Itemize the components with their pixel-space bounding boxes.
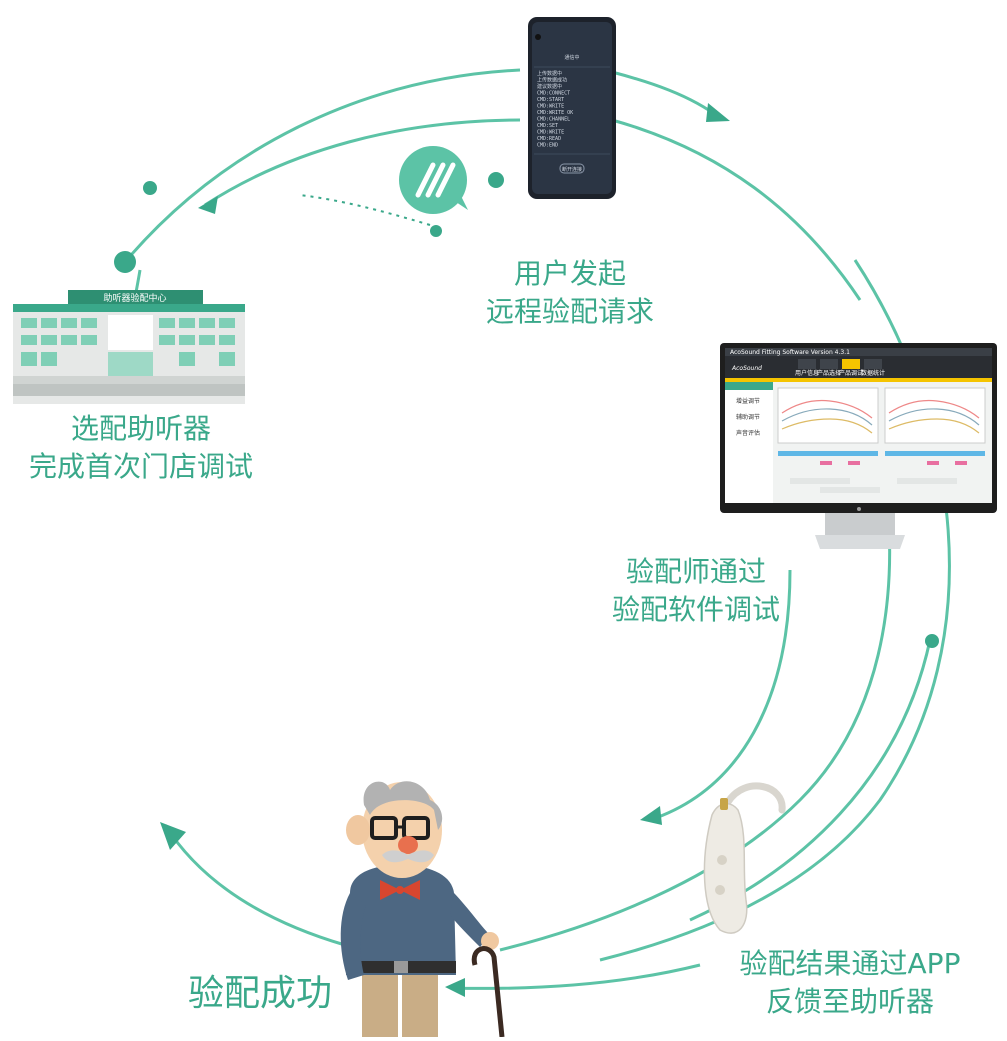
step-store-fitting-label: 选配助听器 完成首次门店调试 bbox=[0, 410, 282, 486]
arrow-heads bbox=[160, 103, 730, 997]
phone-log-line: CMD:WRITE bbox=[537, 130, 564, 136]
phone-log-line: CMD:SET bbox=[537, 123, 558, 129]
phone-title: 通信中 bbox=[564, 54, 579, 61]
monitor-tab-icon[interactable] bbox=[820, 359, 838, 369]
phone-log-line: CMD:CONNECT bbox=[537, 91, 570, 97]
phone-log-line: CMD:START bbox=[537, 97, 564, 103]
store-fitting-line1: 选配助听器 bbox=[70, 412, 211, 445]
phone-log-line: CMD:CHANNEL bbox=[537, 117, 570, 123]
hearing-aid-icon bbox=[703, 782, 786, 934]
arc-top-right-2 bbox=[611, 118, 862, 301]
success-line1: 验配成功 bbox=[187, 973, 332, 1014]
monitor-tab-label[interactable]: 数据统计 bbox=[861, 369, 885, 377]
monitor-tab-label[interactable]: 产品选择 bbox=[817, 369, 841, 377]
arrow-head-2 bbox=[198, 196, 218, 214]
old-man-figure bbox=[340, 781, 505, 1038]
arrow-head-1 bbox=[706, 103, 730, 122]
phone-log-line: CMD:WRITE OK bbox=[537, 110, 573, 116]
arc-left bbox=[163, 824, 346, 947]
monitor-device: AcoSound Fitting Software Version 4.3.1 … bbox=[720, 343, 997, 549]
step-success-label: 验配成功 bbox=[160, 975, 360, 1013]
phone-log-line: CMD:END bbox=[537, 143, 558, 149]
store-building-icon: 助听器验配中心 bbox=[13, 290, 245, 404]
phone-log-line: CMD:READ bbox=[537, 136, 561, 142]
phone-disconnect-button: 断开连接 bbox=[562, 166, 582, 173]
remote-request-line1: 用户发起 bbox=[513, 257, 626, 290]
step-software-fitting-label: 验配师通过 验配软件调试 bbox=[586, 553, 806, 629]
phone-log-line: 上传数据中 bbox=[537, 70, 562, 77]
monitor-nav-item[interactable]: 声音评估 bbox=[736, 429, 760, 437]
phone-log-line: CMD:WRITE bbox=[537, 104, 564, 110]
monitor-brand: AcoSound bbox=[731, 365, 762, 372]
monitor-nav-item[interactable]: 增益调节 bbox=[736, 397, 760, 405]
monitor-tab-icon[interactable] bbox=[842, 359, 860, 369]
software-fitting-line1: 验配师通过 bbox=[625, 555, 766, 588]
monitor-tab-label[interactable]: 产品调试 bbox=[839, 369, 863, 377]
store-fitting-line2: 完成首次门店调试 bbox=[28, 450, 253, 483]
arrow-head-5 bbox=[445, 978, 465, 997]
dotted-link bbox=[299, 194, 431, 226]
arrow-head-4 bbox=[160, 822, 186, 850]
phone-log: 上传数据中上传数据成功建议数据中CMD:CONNECTCMD:STARTCMD:… bbox=[537, 70, 573, 149]
arc-top-right bbox=[611, 70, 721, 120]
store-sign: 助听器验配中心 bbox=[103, 292, 166, 304]
monitor-nav-item[interactable]: 辅助调节 bbox=[736, 413, 760, 421]
monitor-tab-label[interactable]: 用户信息 bbox=[795, 369, 819, 377]
arc-top-left-inner bbox=[204, 118, 521, 207]
phone-log-line: 建议数据中 bbox=[537, 83, 562, 90]
chat-bubble-icon bbox=[399, 146, 468, 214]
arc-top-left bbox=[123, 68, 521, 263]
software-fitting-line2: 验配软件调试 bbox=[611, 593, 780, 626]
arc-bottom bbox=[449, 963, 701, 990]
monitor-title: AcoSound Fitting Software Version 4.3.1 bbox=[730, 349, 850, 356]
app-feedback-line1: 验配结果通过APP bbox=[739, 947, 961, 980]
arc-right-mid bbox=[499, 479, 892, 952]
step-remote-request-label: 用户发起 远程验配请求 bbox=[470, 255, 670, 331]
phone-device: 通信中 上传数据中上传数据成功建议数据中CMD:CONNECTCMD:START… bbox=[528, 17, 616, 199]
node-dots bbox=[114, 172, 939, 648]
app-feedback-line2: 反馈至助听器 bbox=[765, 985, 934, 1018]
remote-request-line2: 远程验配请求 bbox=[485, 295, 654, 328]
arrow-head-3 bbox=[640, 806, 662, 825]
monitor-tab-icon[interactable] bbox=[864, 359, 882, 369]
phone-log-line: 上传数据成功 bbox=[537, 77, 567, 84]
step-app-feedback-label: 验配结果通过APP 反馈至助听器 bbox=[710, 945, 990, 1021]
arc-right-inner bbox=[649, 569, 792, 822]
monitor-tab-icon[interactable] bbox=[798, 359, 816, 369]
